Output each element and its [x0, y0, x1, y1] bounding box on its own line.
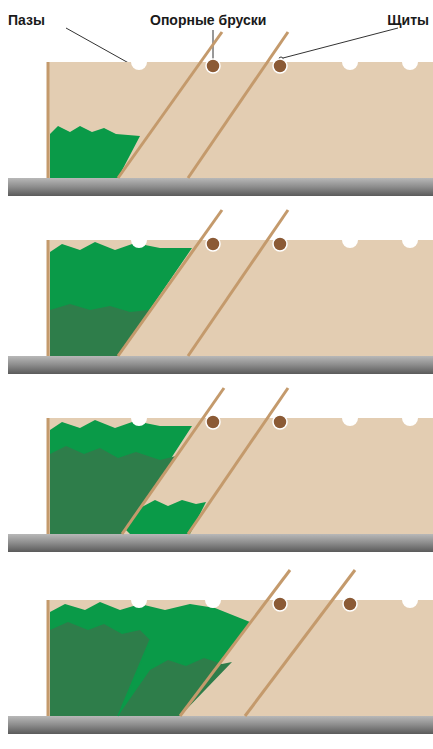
stage-1	[8, 32, 433, 196]
stage-4	[8, 570, 433, 734]
stage-3	[8, 388, 433, 552]
stage-2	[8, 210, 433, 374]
support-bar-label: Опорные бруски	[150, 12, 266, 28]
board-label: Щиты	[387, 12, 429, 28]
slot-label: Пазы	[8, 12, 45, 28]
